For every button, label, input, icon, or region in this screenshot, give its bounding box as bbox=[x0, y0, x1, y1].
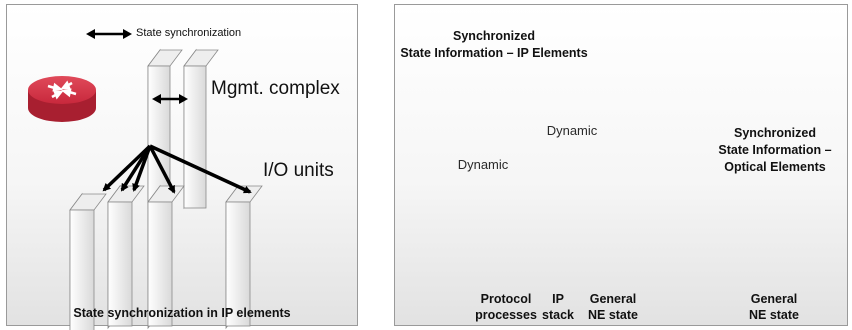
column-label-protocol: Protocol processes bbox=[456, 291, 556, 323]
router-icon bbox=[28, 76, 96, 122]
column-label-general-optical: General NE state bbox=[739, 291, 809, 323]
column-label-line2: NE state bbox=[748, 308, 800, 322]
left-panel-caption: State synchronization in IP elements bbox=[73, 306, 291, 320]
optical-state-title: Synchronized State Information – Optical… bbox=[700, 125, 850, 176]
column-label-line1: Protocol bbox=[480, 292, 532, 306]
ip-state-title-line1: Synchronized bbox=[453, 29, 535, 43]
column-label-line1: IP bbox=[552, 292, 564, 306]
column-label-line2: processes bbox=[475, 308, 537, 322]
legend-label: State synchronization bbox=[136, 27, 242, 39]
ip-elements-panel bbox=[6, 4, 358, 326]
column-label-ip-stack: IP stack bbox=[528, 291, 588, 323]
dynamic-label-2: Dynamic bbox=[457, 157, 509, 172]
optical-state-title-line3: Optical Elements bbox=[724, 160, 826, 174]
optical-state-title-line2: State Information – bbox=[718, 143, 832, 157]
column-label-line1: General bbox=[750, 292, 798, 306]
legend-double-arrow-icon bbox=[86, 29, 132, 39]
ip-state-title: Synchronized State Information – IP Elem… bbox=[394, 28, 594, 62]
column-label-line2: stack bbox=[542, 308, 574, 322]
column-label-general-ip: General NE state bbox=[578, 291, 648, 323]
mgmt-complex-cards bbox=[147, 48, 219, 210]
column-label-line2: NE state bbox=[587, 308, 639, 322]
synchronized-state-panel bbox=[394, 4, 848, 326]
optical-state-title-line1: Synchronized bbox=[734, 126, 816, 140]
column-label-line1: General bbox=[589, 292, 637, 306]
ip-state-title-line2: State Information – IP Elements bbox=[400, 46, 588, 60]
dynamic-label-1: Dynamic bbox=[546, 123, 598, 138]
io-units-label: I/O units bbox=[263, 160, 334, 181]
mgmt-sync-arrow-icon bbox=[152, 94, 188, 104]
sync-fanout-arrows bbox=[102, 144, 252, 194]
io-unit-cards bbox=[69, 184, 263, 330]
mgmt-complex-label: Mgmt. complex bbox=[211, 78, 340, 99]
